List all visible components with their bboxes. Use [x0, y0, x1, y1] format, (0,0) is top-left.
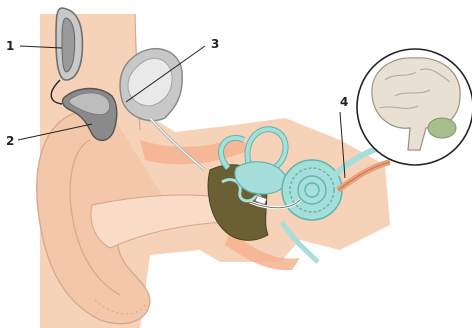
label-1: 1 — [6, 39, 14, 53]
label-4: 4 — [340, 95, 348, 109]
brain-inset — [357, 49, 472, 165]
cerebellum — [428, 118, 456, 138]
label-3: 3 — [211, 37, 219, 51]
label-2: 2 — [6, 134, 14, 148]
cochlea — [282, 160, 342, 220]
